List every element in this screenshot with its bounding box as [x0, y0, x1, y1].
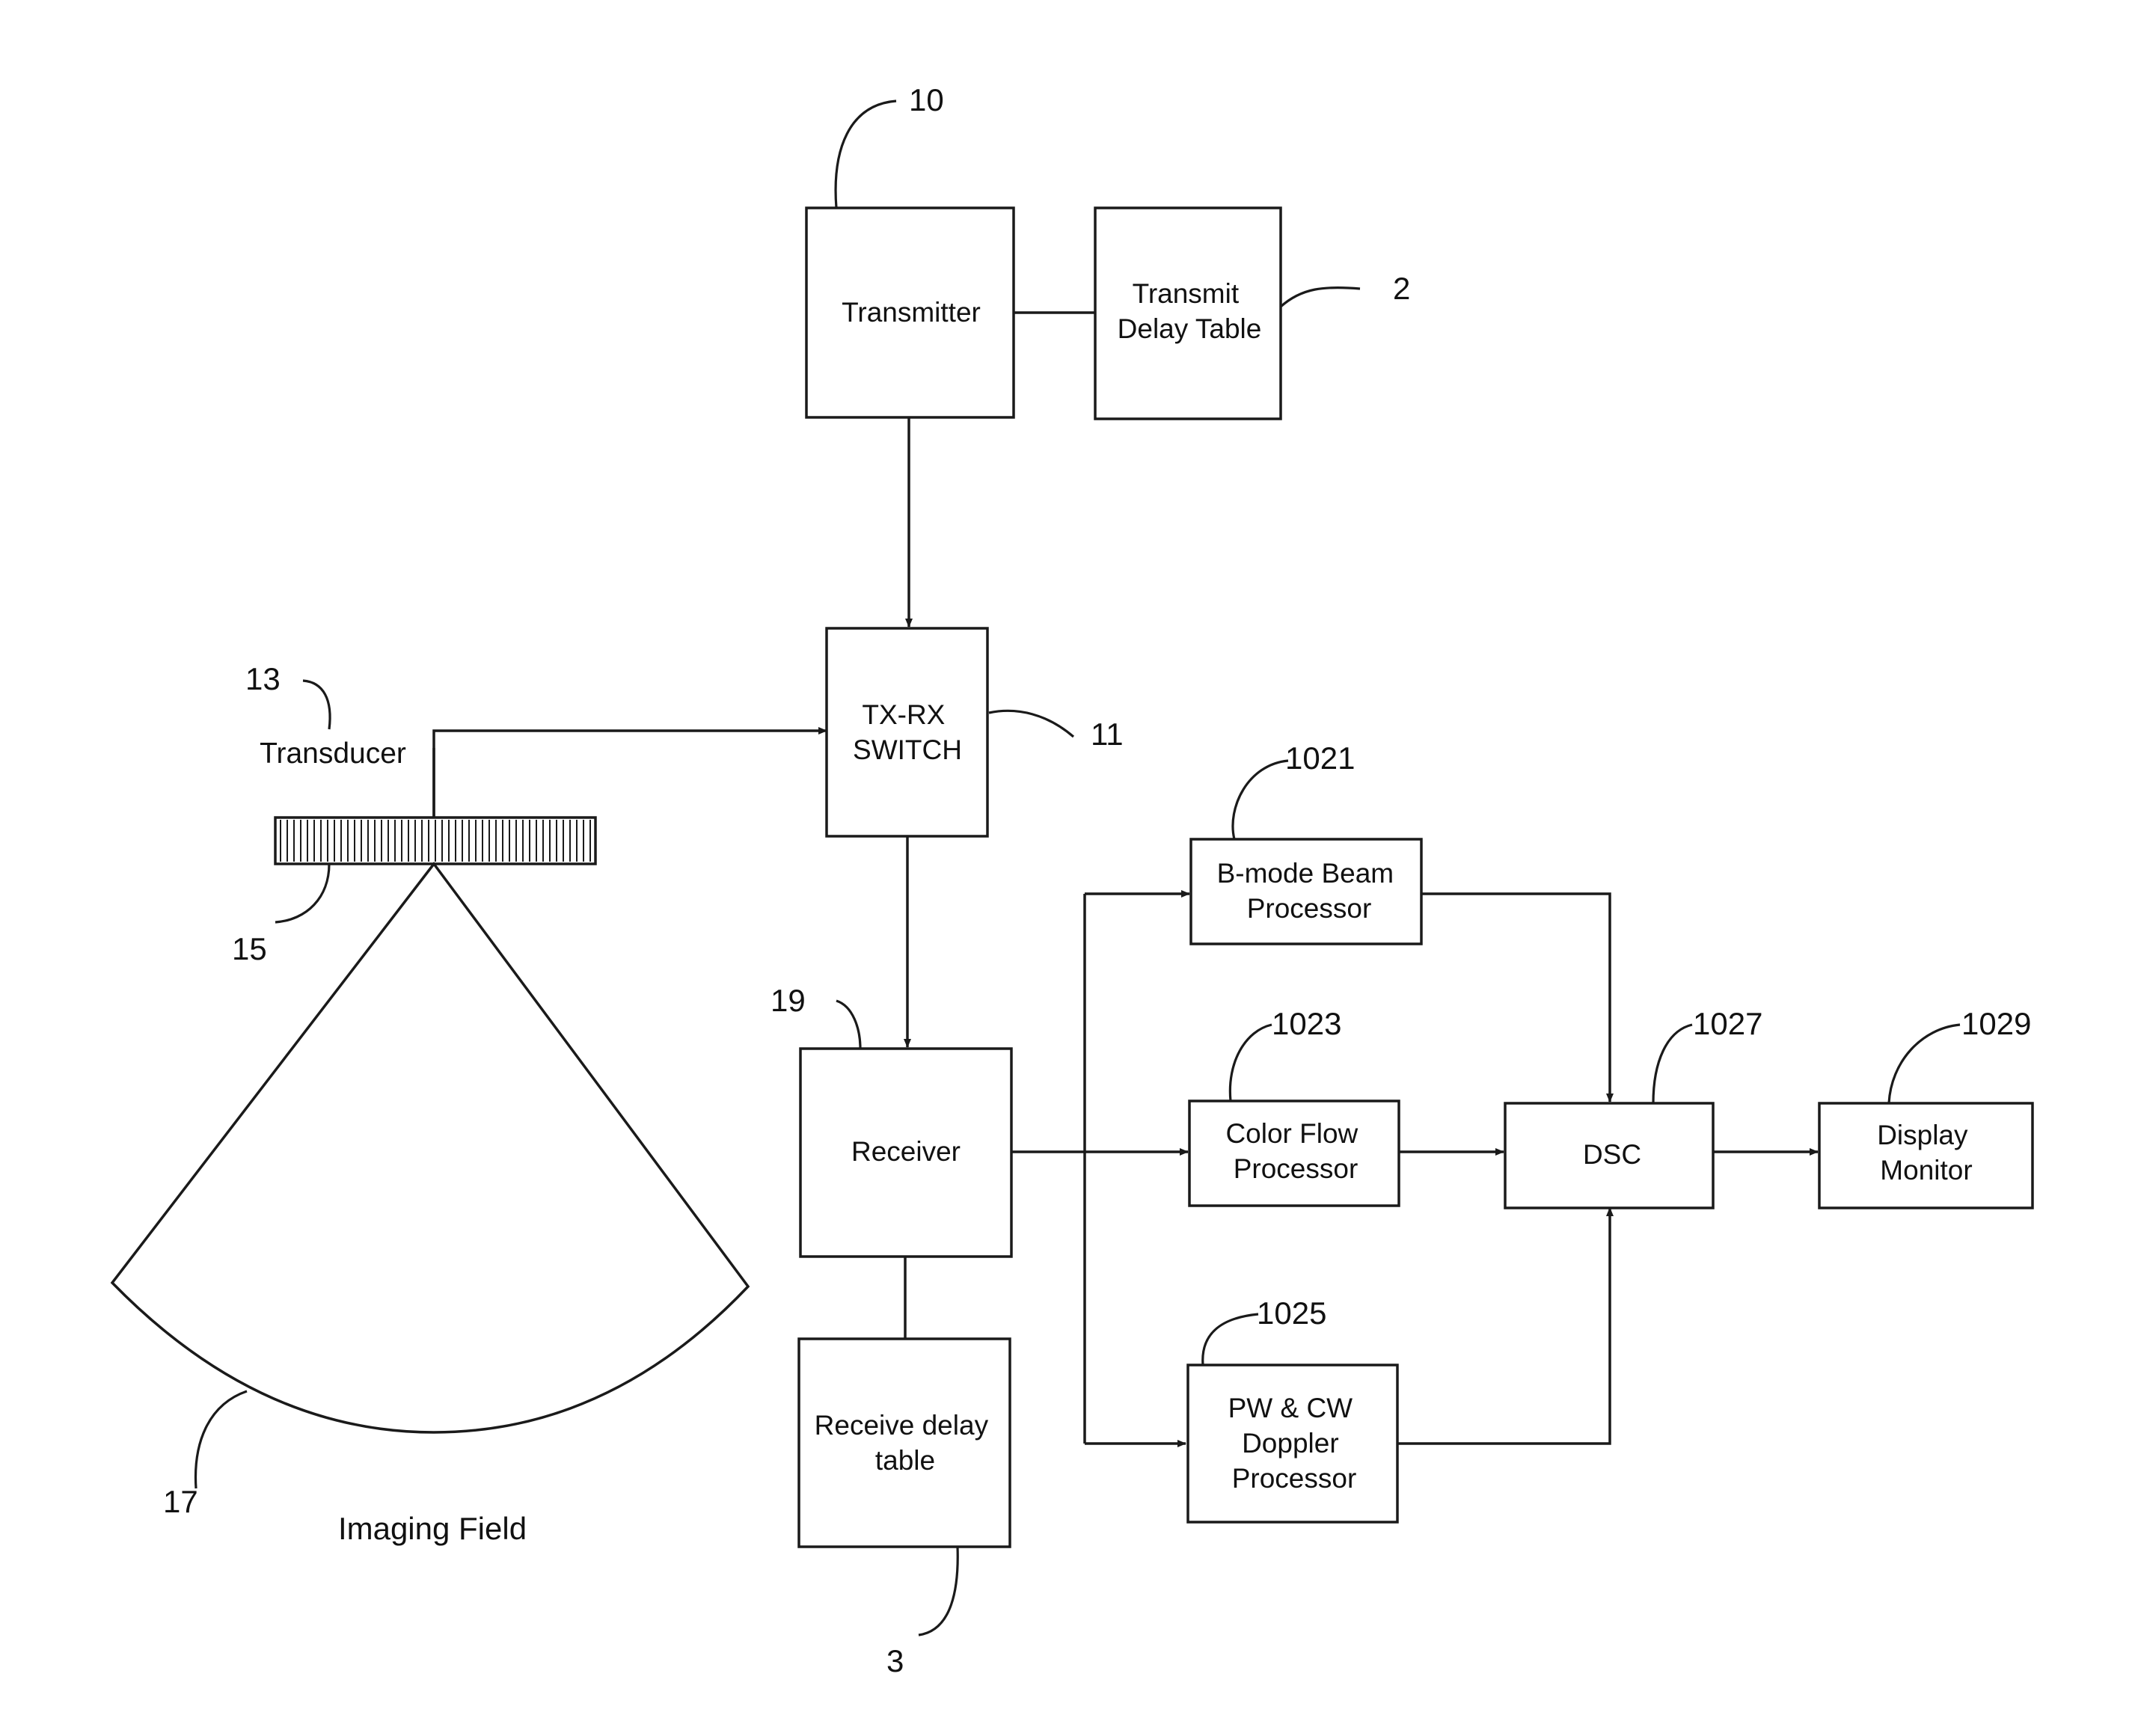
color-flow-processor-block: Color Flow Processor — [1189, 1101, 1399, 1206]
display-monitor-label-line2: Monitor — [1880, 1155, 1972, 1186]
tx-rx-switch-label-line1: TX-RX — [862, 699, 945, 730]
display-monitor-block: Display Monitor — [1819, 1103, 2033, 1208]
ref-numeral-doppler-processor: 1025 — [1257, 1295, 1326, 1331]
leader-receiver — [836, 1001, 860, 1049]
bmode-beam-processor-label-line2: Processor — [1247, 893, 1372, 924]
color-flow-processor-label-line2: Processor — [1234, 1153, 1358, 1184]
arrow-doppler-processor-to-dsc — [1397, 1208, 1610, 1444]
leader-display-monitor — [1889, 1025, 1960, 1103]
doppler-processor-label-line1: PW & CW — [1228, 1393, 1353, 1423]
leader-imaging-field — [196, 1391, 247, 1488]
receive-delay-table-box — [799, 1339, 1010, 1547]
receive-delay-table-block: Receive delay table — [799, 1339, 1010, 1547]
ref-numeral-bmode-beam-processor: 1021 — [1285, 740, 1355, 776]
imaging-field — [112, 864, 748, 1432]
transmitter-label: Transmitter — [842, 297, 981, 328]
leader-transducer — [303, 681, 330, 729]
ref-numeral-display-monitor: 1029 — [1961, 1006, 2031, 1041]
ref-numeral-tx-rx-switch: 11 — [1091, 717, 1124, 752]
display-monitor-label-line1: Display — [1877, 1120, 1968, 1150]
leader-color-flow-processor — [1230, 1025, 1272, 1101]
receive-delay-table-label-line1: Receive delay — [815, 1410, 989, 1441]
color-flow-processor-label-line1: Color Flow — [1225, 1118, 1358, 1149]
leader-transmitter — [836, 101, 896, 208]
tx-rx-switch-label-line2: SWITCH — [853, 734, 962, 765]
transducer-label: Transducer — [260, 737, 406, 770]
dsc-label: DSC — [1583, 1139, 1641, 1170]
transmit-delay-table-label-line2: Delay Table — [1118, 313, 1262, 344]
receive-delay-table-label-line2: table — [875, 1445, 935, 1476]
svg-text:PW & CW Doppler Pr: PW & CW Doppler Processor — [1228, 1393, 1361, 1494]
doppler-processor-block: PW & CW Doppler Processor — [1188, 1365, 1397, 1522]
leader-tx-rx-switch — [989, 711, 1073, 737]
leader-dsc — [1653, 1025, 1692, 1103]
receiver-label: Receiver — [851, 1136, 961, 1167]
transmit-delay-table-block: Transmit Delay Table — [1095, 208, 1281, 419]
transmitter-block: Transmitter — [806, 208, 1014, 417]
leader-transmit-delay-table — [1281, 288, 1360, 307]
leader-receive-delay-table — [919, 1547, 958, 1635]
arrow-transducer-to-tx-rx-switch — [434, 731, 827, 818]
svg-text:Transmitter: Transmitter — [842, 297, 981, 328]
bmode-beam-processor-block: B-mode Beam Processor — [1191, 839, 1421, 944]
bmode-beam-processor-box — [1191, 839, 1421, 944]
ref-numeral-transmitter: 10 — [909, 82, 944, 117]
connections — [434, 313, 1818, 1444]
ref-numeral-transducer-array: 15 — [232, 931, 267, 966]
tx-rx-switch-block: TX-RX SWITCH — [827, 628, 987, 836]
arrow-bmode-beam-processor-to-dsc — [1421, 894, 1610, 1102]
ref-numeral-transmit-delay-table: 2 — [1393, 271, 1410, 306]
imaging-field-sector — [112, 864, 748, 1432]
transducer-array — [275, 818, 595, 864]
leader-doppler-processor — [1203, 1314, 1258, 1365]
receiver-block: Receiver — [800, 1049, 1011, 1257]
svg-text:DSC: DSC — [1583, 1139, 1641, 1170]
ref-numeral-transducer: 13 — [245, 661, 281, 696]
ref-numeral-receive-delay-table: 3 — [886, 1643, 904, 1678]
imaging-field-caption: Imaging Field — [338, 1511, 527, 1546]
ref-numeral-dsc: 1027 — [1693, 1006, 1762, 1041]
leader-bmode-beam-processor — [1233, 761, 1288, 839]
dsc-block: DSC — [1505, 1103, 1713, 1208]
ref-numeral-imaging-field: 17 — [163, 1484, 198, 1519]
leader-transducer-array — [275, 864, 329, 922]
ref-numeral-receiver: 19 — [771, 983, 806, 1018]
transducer-elements — [281, 820, 590, 862]
ref-numeral-color-flow-processor: 1023 — [1272, 1006, 1341, 1041]
doppler-processor-label-line3: Processor — [1232, 1463, 1357, 1494]
tx-rx-switch-box — [827, 628, 987, 836]
bmode-beam-processor-label-line1: B-mode Beam — [1217, 858, 1394, 889]
svg-text:Receiver: Receiver — [851, 1136, 961, 1167]
transmit-delay-table-label-line1: Transmit — [1133, 278, 1240, 309]
doppler-processor-label-line2: Doppler — [1242, 1428, 1339, 1459]
